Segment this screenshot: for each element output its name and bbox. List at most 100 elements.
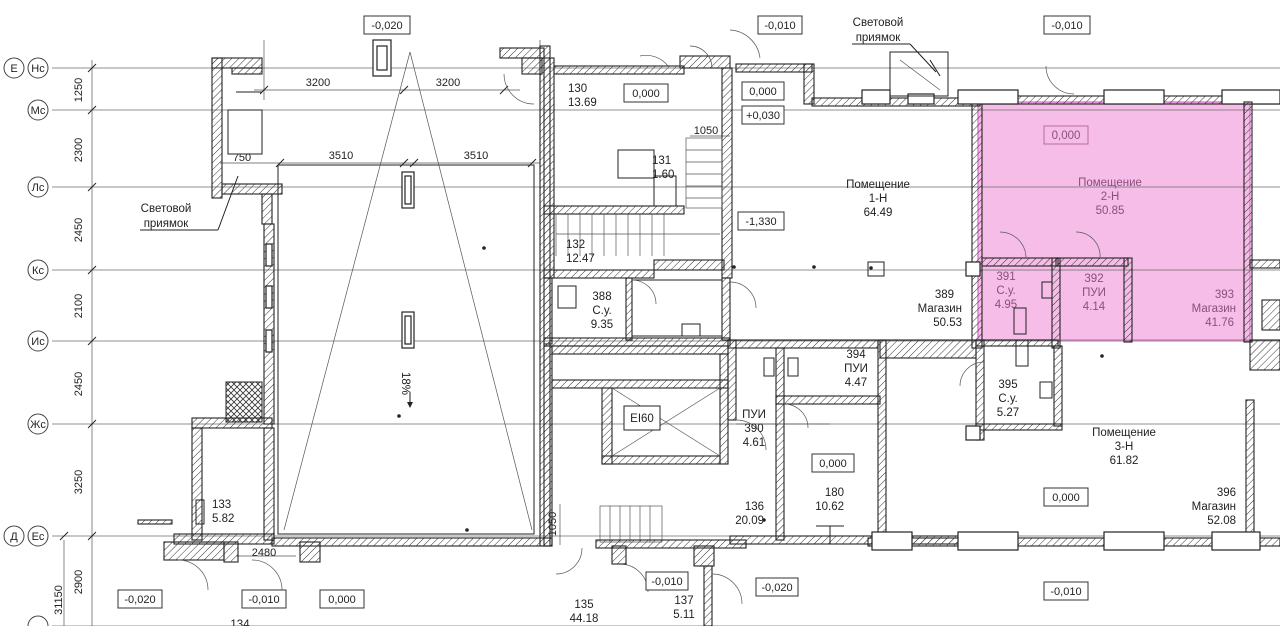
dim-3510-right: 3510 <box>464 150 488 162</box>
rooms-388-area <box>543 277 757 347</box>
rooms-390-394 <box>727 339 977 545</box>
dim-label: 2900 <box>73 570 85 594</box>
dim-label: 2450 <box>73 218 85 242</box>
room-390-area: 4.61 <box>743 437 765 449</box>
room-394-type: ПУИ <box>844 363 868 375</box>
axis-label: Нс <box>31 63 45 75</box>
room-390-number: 390 <box>744 423 763 435</box>
dim-1050-top: 1050 <box>694 125 718 137</box>
axis-marker-d <box>3 525 25 547</box>
dim-2480: 2480 <box>252 547 276 559</box>
room-2n-code: 2-Н <box>1101 191 1120 203</box>
dim-label: 3250 <box>73 470 85 494</box>
room-389-area: 50.53 <box>933 317 962 329</box>
axis-label: Лс <box>32 182 45 194</box>
room-392-type: ПУИ <box>1082 287 1106 299</box>
leader-line <box>217 175 239 231</box>
right-block-walls <box>689 29 1280 551</box>
room-133-area: 5.82 <box>212 513 234 525</box>
level-label: -0,010 <box>1050 586 1081 598</box>
dim-label: 2450 <box>73 372 85 396</box>
room-391-area: 4.95 <box>995 299 1017 311</box>
room-2n-area: 50.85 <box>1096 205 1125 217</box>
room-393-number: 393 <box>1215 289 1234 301</box>
room-2n-title: Помещение <box>1078 177 1142 189</box>
level-label: -0,020 <box>124 594 155 606</box>
axis-marker-ks <box>27 259 49 281</box>
axis-marker-es <box>27 525 49 547</box>
level-label: 0,000 <box>1052 130 1081 142</box>
rooms-130-132 <box>499 47 733 279</box>
fire-door-label: EI60 <box>630 413 654 425</box>
dim-label: 1250 <box>73 78 85 102</box>
room-396-area: 52.08 <box>1207 515 1236 527</box>
room-3n-area: 61.82 <box>1110 455 1139 467</box>
axis-marker-ns <box>27 57 49 79</box>
room-135-area: 44.18 <box>570 613 599 625</box>
room-1n-title: Помещение <box>846 179 910 191</box>
room-395-type: С.у. <box>998 393 1017 405</box>
axis-label: Д <box>10 531 18 543</box>
light-pit-left-line2: приямок <box>144 218 190 230</box>
axis-marker-e <box>3 57 25 79</box>
room-394-area: 4.47 <box>845 377 867 389</box>
room-394-number: 394 <box>846 349 866 361</box>
dim-3200-right: 3200 <box>436 77 460 89</box>
room-2n-highlight[interactable] <box>977 101 1251 341</box>
axis-marker-ls <box>27 176 49 198</box>
level-marks: -0,020 0,000 0,000 +0,030 -0,010 -0,010 … <box>117 15 1091 609</box>
room-393-type: Магазин <box>1192 303 1236 315</box>
room-130-area: 13.69 <box>568 97 597 109</box>
level-label: 0,000 <box>749 86 777 98</box>
axis-label: Жс <box>30 419 46 431</box>
room-130-number: 130 <box>568 83 587 95</box>
stair-shaft: EI60 <box>543 345 747 549</box>
level-label: -0,010 <box>764 20 795 32</box>
room-132-number: 132 <box>566 239 585 251</box>
ramp-room: 18% <box>277 39 535 535</box>
dim-3200-left: 3200 <box>306 77 330 89</box>
room-134-number: 134 <box>230 619 250 626</box>
room-131-number: 131 <box>652 155 671 167</box>
dim-label: 2100 <box>73 294 85 318</box>
room-136-area: 20.09 <box>735 515 764 527</box>
level-label: -0,010 <box>248 594 279 606</box>
horizontal-dimensions: 3200 3200 3510 3510 750 1050 1050 2480 <box>220 40 730 559</box>
level-label: 0,000 <box>632 88 660 100</box>
axis-label: Мс <box>31 105 46 117</box>
vertical-dimensions: 1250 2300 2450 2100 2450 3250 2900 31150 <box>53 78 85 615</box>
light-pit-top-line1: Световой <box>853 17 904 29</box>
level-label: 0,000 <box>328 594 356 606</box>
room-389-type: Магазин <box>918 303 962 315</box>
slope-label: 18% <box>399 372 411 395</box>
room-136-number: 136 <box>745 501 764 513</box>
axis-marker-ms <box>27 99 49 121</box>
axis-marker-is <box>27 330 49 352</box>
room-labels: 130 13.69 131 1.60 132 12.47 388 С.у. 9.… <box>212 83 1236 626</box>
room-392-area: 4.14 <box>1083 301 1106 313</box>
room-180-area: 10.62 <box>815 501 844 513</box>
room-131-area: 1.60 <box>652 169 674 181</box>
axis-markers: Е Нс Мс Лс Кс Ис Жс Д Ес <box>3 57 49 626</box>
level-label: -0,010 <box>1051 20 1082 32</box>
level-label: +0,030 <box>746 110 780 122</box>
dim-total-label: 31150 <box>53 585 65 615</box>
light-pit-left-line1: Световой <box>141 203 192 215</box>
room-3n-title: Помещение <box>1092 427 1156 439</box>
dim-label: 2300 <box>73 138 85 162</box>
axis-marker-bottom <box>27 615 49 626</box>
axis-label: Ис <box>31 336 45 348</box>
axis-label: Кс <box>32 265 44 277</box>
room-395-area: 5.27 <box>997 407 1019 419</box>
room-137-area: 5.11 <box>673 609 695 621</box>
room-388-type: С.у. <box>592 305 611 317</box>
room-396-type: Магазин <box>1192 501 1236 513</box>
room-391-number: 391 <box>996 271 1015 283</box>
room-132-area: 12.47 <box>566 253 595 265</box>
room-135-number: 135 <box>574 599 593 611</box>
level-label: -0,020 <box>371 20 402 32</box>
room-391-type: С.у. <box>996 285 1015 297</box>
room-3n-code: 3-Н <box>1115 441 1134 453</box>
level-label: 0,000 <box>819 458 847 470</box>
